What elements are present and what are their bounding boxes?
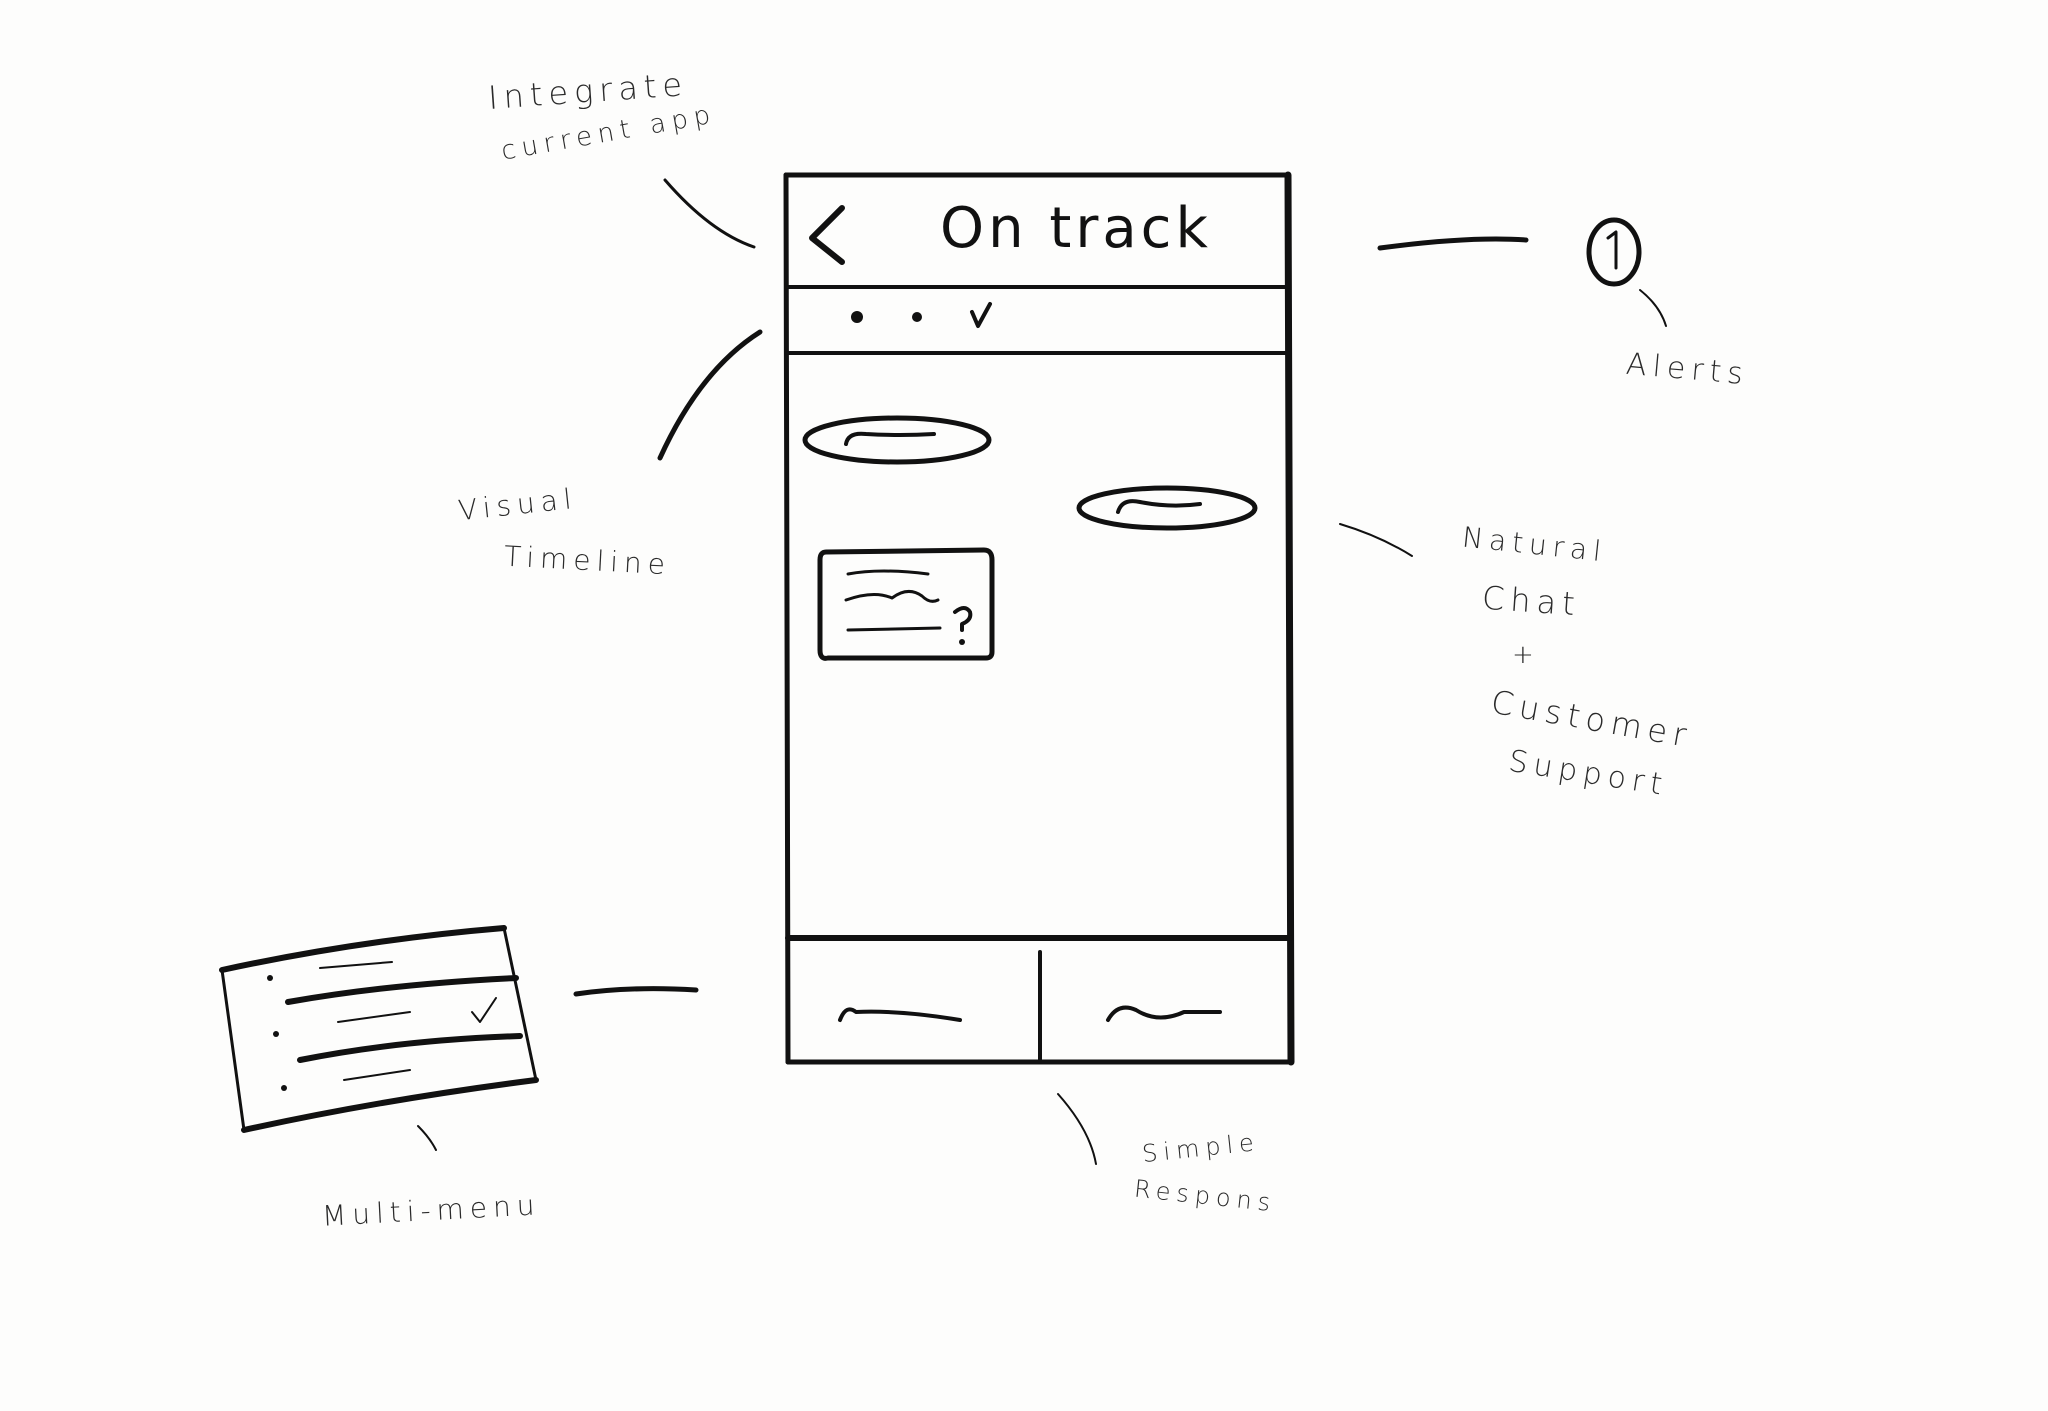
connector-multimenu-label bbox=[417, 1125, 437, 1151]
response-option-left-scribble bbox=[838, 1007, 962, 1022]
connector-alerts bbox=[1377, 236, 1529, 251]
chevron-left-icon[interactable] bbox=[809, 205, 845, 265]
annotation-chat-line2: Chat bbox=[1480, 578, 1582, 624]
connector-alert-label bbox=[1639, 289, 1667, 327]
chat-question-card bbox=[817, 547, 995, 661]
app-title: On track bbox=[940, 196, 1212, 261]
timeline-step-dot bbox=[851, 311, 863, 323]
alert-badge[interactable] bbox=[1586, 217, 1642, 287]
timeline-bar[interactable] bbox=[790, 290, 1286, 352]
connector-integrate bbox=[663, 178, 756, 249]
timeline-step-check-icon bbox=[970, 302, 992, 328]
multi-menu-sketch bbox=[219, 925, 539, 1133]
connector-chat bbox=[1339, 523, 1413, 557]
response-option-right-scribble bbox=[1106, 1005, 1222, 1022]
connector-visual bbox=[657, 329, 763, 461]
response-option-left[interactable] bbox=[792, 942, 1038, 1058]
timeline-step-dot bbox=[912, 312, 922, 322]
back-button[interactable] bbox=[800, 200, 860, 272]
connector-simple bbox=[1057, 1093, 1097, 1165]
connector-multimenu bbox=[573, 986, 699, 997]
response-option-right[interactable] bbox=[1042, 942, 1288, 1058]
chat-bubble-incoming bbox=[802, 415, 992, 465]
annotation-chat-line3: + bbox=[1512, 640, 1540, 670]
chat-bubble-outgoing bbox=[1076, 485, 1258, 531]
